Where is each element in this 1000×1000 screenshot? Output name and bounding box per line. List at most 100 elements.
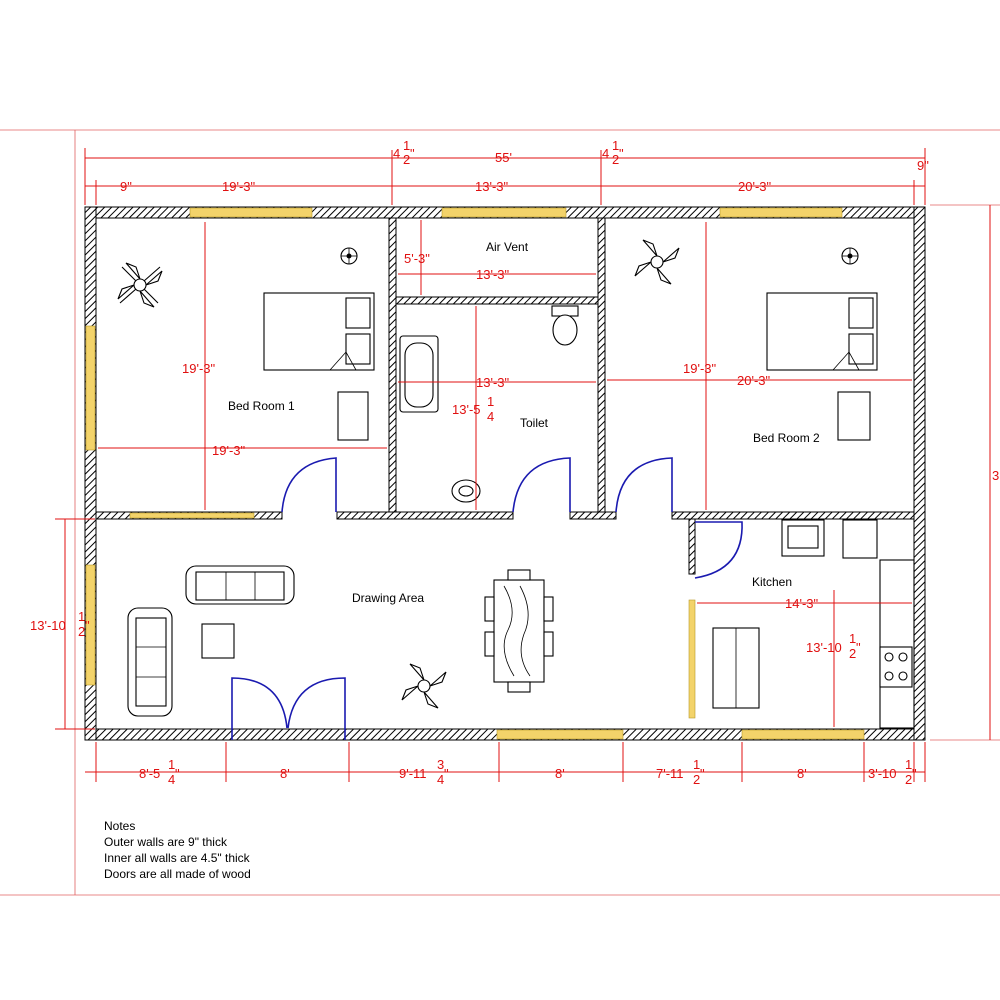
svg-text:1: 1 (849, 631, 856, 646)
svg-text:3: 3 (437, 757, 444, 772)
sofa-side (127, 607, 173, 717)
dim-bottom-2: 8' (280, 766, 290, 781)
sofa-three-seater (185, 565, 295, 605)
dim-air-vent-height: 5'-3" (404, 251, 430, 266)
svg-text:1: 1 (168, 757, 175, 772)
dim-left-offset: 4 1 2 " (393, 138, 415, 167)
notes-line-2: Inner all walls are 4.5" thick (104, 851, 250, 865)
svg-text:13'-10: 13'-10 (806, 640, 842, 655)
svg-text:": " (700, 766, 705, 781)
room-label-bed-room-2: Bed Room 2 (753, 431, 820, 445)
svg-text:2: 2 (403, 152, 410, 167)
sink-icon (781, 519, 825, 557)
notes-block: Notes Outer walls are 9" thick Inner all… (104, 818, 251, 882)
dimension-labels: 55' 4 1 2 " 4 1 2 " 9" 9" 19'-3" 13'-3" … (30, 138, 999, 787)
svg-text:": " (85, 618, 90, 633)
svg-text:4: 4 (602, 146, 609, 161)
dim-bed1-width: 19'-3" (222, 179, 256, 194)
svg-text:1: 1 (78, 609, 85, 624)
dim-outer-wall-right: 9" (917, 158, 929, 173)
svg-text:": " (856, 640, 861, 655)
dim-right-total: 3 (992, 468, 999, 483)
sheet-frame (0, 129, 1000, 896)
svg-text:4: 4 (437, 772, 444, 787)
room-label-bed-room-1: Bed Room 1 (228, 399, 295, 413)
svg-text:1: 1 (905, 757, 912, 772)
dim-toilet-width: 13'-3" (476, 375, 510, 390)
dim-bed2-inner-width: 20'-3" (737, 373, 771, 388)
svg-text:2: 2 (693, 772, 700, 787)
light-fixture-icon (841, 247, 859, 265)
toilet-fixtures (399, 305, 579, 503)
doors (231, 457, 743, 740)
wc-icon (551, 305, 579, 346)
dim-bottom-3: 9'-11 3 4 " (399, 757, 449, 787)
svg-text:4: 4 (487, 409, 494, 424)
dim-middle-width: 13'-3" (475, 179, 509, 194)
bed-room-2-furniture (634, 239, 878, 441)
drawing-area-furniture (127, 565, 554, 717)
room-label-kitchen: Kitchen (752, 575, 792, 589)
svg-text:": " (912, 766, 917, 781)
svg-text:": " (444, 766, 449, 781)
ceiling-fan-icon (117, 262, 163, 308)
notes-title: Notes (104, 819, 136, 833)
svg-text:13'-10: 13'-10 (30, 618, 66, 633)
kitchen-appliance (842, 519, 878, 559)
dim-bed2-height: 19'-3" (683, 361, 717, 376)
refrigerator-icon (712, 627, 760, 709)
dim-bed1-height: 19'-3" (182, 361, 216, 376)
notes-line-3: Doors are all made of wood (104, 867, 251, 881)
svg-text:8'-5: 8'-5 (139, 766, 160, 781)
svg-text:1: 1 (487, 394, 494, 409)
svg-text:13'-5: 13'-5 (452, 402, 481, 417)
svg-text:1: 1 (403, 138, 410, 153)
kitchen-counter (879, 559, 915, 729)
svg-text:": " (175, 766, 180, 781)
dining-table (484, 569, 554, 693)
svg-text:2: 2 (905, 772, 912, 787)
dimension-lines (55, 148, 991, 782)
dim-air-vent-width: 13'-3" (476, 267, 510, 282)
room-labels: Bed Room 1 Bed Room 2 Air Vent Toilet Dr… (228, 240, 820, 605)
svg-text:4: 4 (168, 772, 175, 787)
coffee-table (201, 623, 235, 659)
dim-kitchen-width: 14'-3" (785, 596, 819, 611)
dim-bottom-5: 7'-11 1 2 " (656, 757, 705, 787)
stove-icon (879, 646, 913, 688)
ceiling-fan-icon (634, 239, 680, 285)
notes-line-1: Outer walls are 9" thick (104, 835, 227, 849)
dim-bottom-6: 8' (797, 766, 807, 781)
svg-text:2: 2 (612, 152, 619, 167)
dim-kitchen-height: 13'-10 1 2 " (806, 631, 861, 661)
bed-room-1-furniture (117, 247, 375, 441)
windows (85, 207, 865, 740)
svg-text:9'-11: 9'-11 (399, 766, 427, 781)
svg-text:2: 2 (78, 624, 85, 639)
light-fixture-icon (340, 247, 358, 265)
svg-text:4: 4 (393, 146, 400, 161)
dim-bottom-1: 8'-5 1 4 " (139, 757, 180, 787)
kitchen-fixtures (712, 519, 915, 729)
svg-text:2: 2 (849, 646, 856, 661)
dim-bed1-inner-width: 19'-3" (212, 443, 246, 458)
dim-toilet-height: 13'-5 1 4 (452, 394, 494, 424)
dim-bottom-4: 8' (555, 766, 565, 781)
svg-text:": " (619, 146, 624, 161)
svg-text:1: 1 (693, 757, 700, 772)
dim-drawing-height: 13'-10 1 2 " (30, 609, 90, 639)
dim-overall-width: 55' (495, 150, 512, 165)
dim-right-offset: 4 1 2 " (602, 138, 624, 167)
floor-drain-icon (451, 479, 481, 503)
svg-text:": " (410, 146, 415, 161)
ceiling-fan-icon (401, 663, 447, 709)
dim-bottom-7: 3'-10 1 2 " (868, 757, 917, 787)
room-label-drawing-area: Drawing Area (352, 591, 424, 605)
svg-text:7'-11: 7'-11 (656, 766, 684, 781)
svg-text:3'-10: 3'-10 (868, 766, 897, 781)
dim-bed2-width: 20'-3" (738, 179, 772, 194)
dim-outer-wall-left: 9" (120, 179, 132, 194)
room-label-air-vent: Air Vent (486, 240, 529, 254)
room-label-toilet: Toilet (520, 416, 549, 430)
